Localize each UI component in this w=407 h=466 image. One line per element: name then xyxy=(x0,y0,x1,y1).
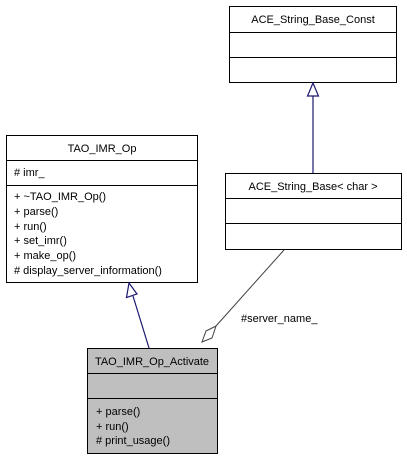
class-name: TAO_IMR_Op_Activate xyxy=(95,356,209,368)
attribute-imr: # imr_ xyxy=(14,167,45,179)
inheritance-edge-string-base xyxy=(306,81,320,173)
method-set-imr: + set_imr() xyxy=(14,235,67,247)
class-ace-string-base-const[interactable]: ACE_String_Base_Const xyxy=(229,6,397,83)
class-name: ACE_String_Base_Const xyxy=(251,14,375,26)
aggregation-edge-server-name: #server_name_ xyxy=(201,249,318,343)
method-run: + run() xyxy=(96,421,129,433)
class-ace-string-base-char[interactable]: ACE_String_Base< char > xyxy=(225,173,402,250)
method-run: + run() xyxy=(14,221,47,233)
class-tao-imr-op-activate[interactable]: TAO_IMR_Op_Activate + parse() + run() # … xyxy=(87,348,218,454)
method-parse: + parse() xyxy=(96,406,140,418)
aggregation-label: #server_name_ xyxy=(241,313,318,325)
method-display-server-information: # display_server_information() xyxy=(14,265,162,277)
inheritance-arrowhead xyxy=(125,281,138,299)
method-parse: + parse() xyxy=(14,206,58,218)
inheritance-edge-imr-op xyxy=(125,281,150,349)
class-name: TAO_IMR_Op xyxy=(68,143,137,155)
inheritance-arrowhead xyxy=(306,81,320,97)
class-tao-imr-op[interactable]: TAO_IMR_Op # imr_ + ~TAO_IMR_Op() + pars… xyxy=(6,135,198,283)
method-destructor: + ~TAO_IMR_Op() xyxy=(14,191,106,203)
class-name: ACE_String_Base< char > xyxy=(248,181,377,193)
aggregation-diamond xyxy=(201,325,217,343)
method-make-op: + make_op() xyxy=(14,250,76,262)
method-print-usage: # print_usage() xyxy=(96,435,170,447)
